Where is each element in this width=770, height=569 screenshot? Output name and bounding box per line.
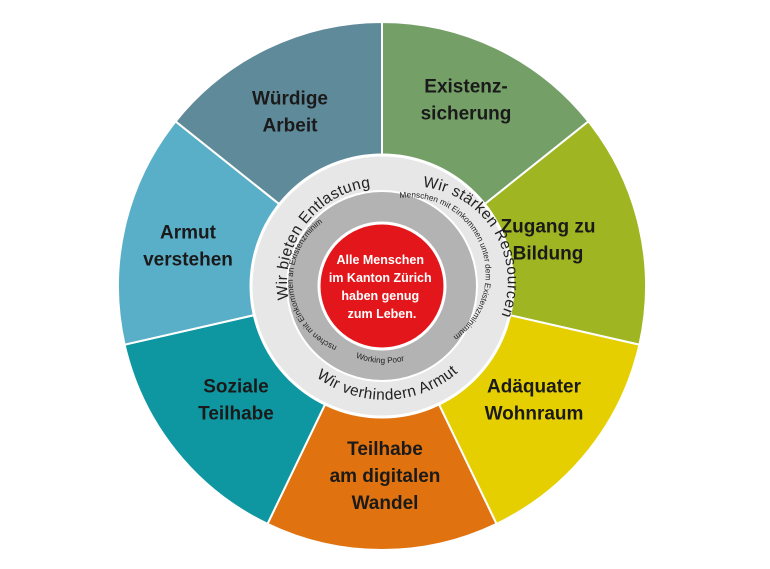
segment-label-line: Teilhabe bbox=[198, 404, 274, 425]
center-label-line-3: haben genug bbox=[341, 289, 419, 303]
center-circle bbox=[317, 221, 447, 351]
segment-label-6: Armut verstehen bbox=[143, 223, 233, 271]
segment-label-line: sicherung bbox=[421, 104, 512, 125]
center-label-line-2: im Kanton Zürich bbox=[329, 271, 432, 285]
segment-label-2: Zugang zu Bildung bbox=[501, 217, 596, 265]
segment-label-line: Bildung bbox=[513, 244, 584, 265]
segment-label-line: Würdige bbox=[252, 89, 328, 110]
segment-label-line: Wohnraum bbox=[485, 404, 584, 425]
segment-label-line: verstehen bbox=[143, 250, 233, 271]
segment-label-line: Armut bbox=[160, 223, 217, 244]
center-label-line-1: Alle Menschen bbox=[336, 253, 424, 267]
center-label-line-4: zum Leben. bbox=[348, 307, 417, 321]
segment-label-line: Teilhabe bbox=[347, 439, 423, 460]
segment-label-1: Existenz-sicherung bbox=[421, 77, 512, 125]
segment-label-line: Adäquater bbox=[487, 377, 582, 398]
segment-label-line: am digitalen bbox=[330, 466, 441, 487]
segment-label-line: Soziale bbox=[203, 377, 268, 398]
center-label: Alle Menschen im Kanton Zürich haben gen… bbox=[329, 253, 435, 321]
segment-label-line: Wandel bbox=[352, 493, 419, 514]
segment-label-line: Arbeit bbox=[263, 116, 319, 137]
segment-label-line: Existenz- bbox=[424, 77, 507, 98]
segment-label-line: Zugang zu bbox=[501, 217, 596, 238]
